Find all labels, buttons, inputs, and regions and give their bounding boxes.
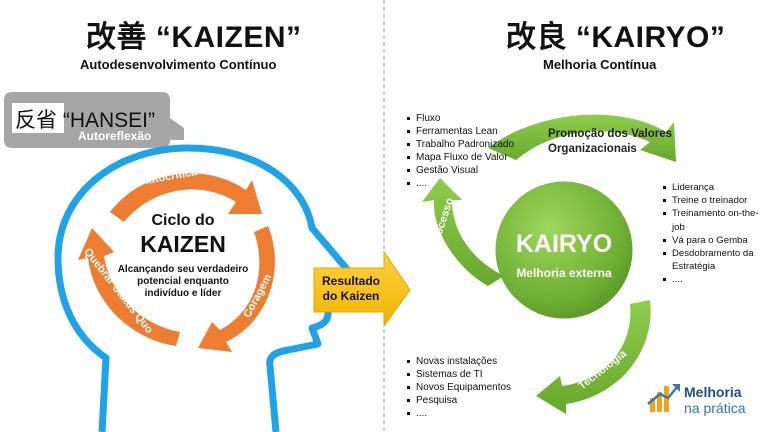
list-item: Mapa Fluxo de Valor bbox=[406, 151, 514, 164]
list-item: .... bbox=[406, 177, 514, 190]
logo-line2: na prática bbox=[684, 400, 746, 416]
orange-arrow-left bbox=[78, 228, 180, 346]
kaizen-title: 改善 “KAIZEN” bbox=[86, 21, 302, 54]
cycle-description: Alcançando seu verdadeiro potencial enqu… bbox=[108, 264, 258, 300]
cycle-description-line: indivíduo e líder bbox=[144, 288, 222, 299]
hansei-kanji-box bbox=[12, 103, 64, 133]
green-arrow-left bbox=[422, 178, 504, 286]
result-arrow-label: Resultado do Kaizen bbox=[314, 274, 388, 304]
list-item: Novos Equipamentos bbox=[406, 381, 511, 394]
kaizen-subtitle: Autodesenvolvimento Contínuo bbox=[80, 57, 277, 72]
hansei-subtitle: Autoreflexão bbox=[78, 129, 152, 143]
cycle-name: KAIZEN bbox=[140, 231, 226, 257]
values-label-line: Organizacionais bbox=[548, 143, 637, 155]
list-item: Liderança bbox=[662, 181, 766, 194]
hansei-kanji: 反省 “HANSEI” bbox=[15, 104, 155, 134]
list-item: Treinamento on-the-job bbox=[662, 207, 766, 233]
cycle-description-line: potencial enquanto bbox=[137, 276, 229, 287]
result-arrow-shape bbox=[313, 250, 411, 328]
cycle-description-line: Alcançando seu verdadeiro bbox=[117, 264, 249, 275]
list-item: Sistemas de TI bbox=[406, 368, 511, 381]
logo-line1: Melhoria bbox=[684, 384, 742, 400]
technology-list: Novas instalações Sistemas de TI Novos E… bbox=[406, 355, 511, 420]
list-item: Fluxo bbox=[406, 112, 514, 125]
list-item: Vá para o Gemba bbox=[662, 234, 766, 247]
kairyo-subtitle: Melhoria Contínua bbox=[543, 57, 657, 72]
cycle-title: Ciclo do bbox=[151, 212, 215, 229]
list-item: Desdobramento da Estratégia bbox=[662, 247, 766, 273]
list-item: .... bbox=[406, 407, 511, 420]
kairyo-hub-circle bbox=[492, 178, 636, 322]
list-item: Novas instalações bbox=[406, 355, 511, 368]
list-item: Treine o treinador bbox=[662, 194, 766, 207]
values-label-line: Promoção dos Valores bbox=[548, 128, 672, 140]
orange-arrow-right bbox=[198, 226, 275, 352]
label-values-promotion: Promoção dos Valores Organizacionais bbox=[548, 127, 672, 157]
result-arrow-label-line: Resultado bbox=[321, 274, 380, 288]
list-item: Gestão Visual bbox=[406, 164, 514, 177]
hub-subtitle: Melhoria externa bbox=[516, 266, 612, 280]
green-arrow-bottom bbox=[536, 300, 651, 414]
logo-bars-icon bbox=[647, 384, 680, 412]
list-item: Trabalho Padronizado bbox=[406, 138, 514, 151]
values-list: Liderança Treine o treinador Treinamento… bbox=[662, 181, 766, 287]
result-arrow-label-line: do Kaizen bbox=[322, 289, 380, 303]
process-list: Fluxo Ferramentas Lean Trabalho Padroniz… bbox=[406, 112, 514, 190]
list-item: Ferramentas Lean bbox=[406, 125, 514, 138]
list-item: .... bbox=[662, 273, 766, 286]
head-silhouette bbox=[54, 144, 352, 432]
orange-arrow-top bbox=[110, 173, 262, 222]
hansei-title: 反省 “HANSEI” bbox=[15, 109, 156, 132]
green-arrow-top-right bbox=[488, 114, 676, 162]
kairyo-title: 改良 “KAIRYO” bbox=[506, 21, 726, 54]
list-item: Pesquisa bbox=[406, 394, 511, 407]
hub-title: KAIRYO bbox=[515, 230, 613, 258]
